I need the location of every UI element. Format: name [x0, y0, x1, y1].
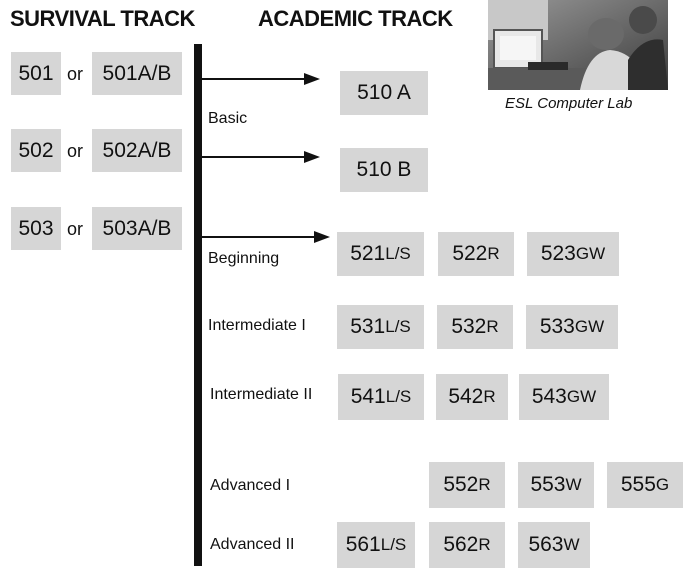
course-box-502ab: 502A/B	[92, 129, 182, 172]
course-skill-suffix: W	[565, 475, 582, 494]
level-label-intermediate-1: Intermediate I	[208, 317, 306, 334]
arrowhead-510a	[304, 73, 320, 85]
course-box-503ab: 503A/B	[92, 207, 182, 250]
course-skill-suffix: L/S	[385, 244, 411, 263]
or-label: or	[67, 141, 84, 161]
survival-track-heading: SURVIVAL TRACK	[10, 6, 195, 31]
photo-caption: ESL Computer Lab	[505, 95, 633, 112]
course-number: 541	[350, 385, 386, 408]
computer-lab-photo	[488, 0, 668, 90]
level-label-intermediate-2: Intermediate II	[210, 386, 313, 403]
course-skill-suffix: L/S	[385, 317, 411, 336]
course-skill-suffix: W	[563, 535, 580, 554]
or-label: or	[67, 64, 84, 84]
course-number: 562	[443, 533, 479, 556]
course-skill-suffix: G	[655, 475, 670, 494]
course-skill-suffix: GW	[575, 244, 606, 263]
course-number: 543	[531, 385, 567, 408]
course-number: 522	[452, 242, 488, 265]
course-number: 552	[443, 473, 479, 496]
level-label-advanced-1: Advanced I	[210, 477, 291, 494]
level-label-advanced-2: Advanced II	[210, 536, 295, 553]
course-number: 533	[539, 315, 575, 338]
level-label-beginning: Beginning	[208, 250, 280, 267]
track-divider-line	[194, 44, 202, 566]
course-box-510a: 510 A	[340, 71, 428, 115]
course-box-510b: 510 B	[340, 148, 428, 192]
arrowhead-510b	[304, 151, 320, 163]
course-number: 553	[530, 473, 566, 496]
level-label-basic: Basic	[208, 110, 248, 127]
course-number: 532	[451, 315, 487, 338]
course-skill-suffix: GW	[574, 317, 605, 336]
arrowhead-beginning	[314, 231, 330, 243]
course-box-501: 501	[11, 52, 61, 95]
course-skill-suffix: R	[486, 317, 499, 336]
course-number: 563	[528, 533, 564, 556]
course-number: 542	[448, 385, 484, 408]
course-box-502: 502	[11, 129, 61, 172]
course-skill-suffix: R	[483, 387, 496, 406]
course-skill-suffix: R	[487, 244, 500, 263]
course-skill-suffix: L/S	[380, 535, 407, 554]
academic-track-heading: ACADEMIC TRACK	[258, 6, 453, 31]
course-skill-suffix: GW	[566, 387, 597, 406]
course-skill-suffix: L/S	[385, 387, 412, 406]
course-number: 555	[620, 473, 656, 496]
course-box-503: 503	[11, 207, 61, 250]
course-box-501ab: 501A/B	[92, 52, 182, 95]
course-number: 531	[350, 315, 386, 338]
course-number: 521	[350, 242, 386, 265]
course-number: 561	[345, 533, 381, 556]
or-label: or	[67, 219, 84, 239]
course-skill-suffix: R	[478, 475, 491, 494]
course-number: 523	[540, 242, 576, 265]
course-skill-suffix: R	[478, 535, 491, 554]
